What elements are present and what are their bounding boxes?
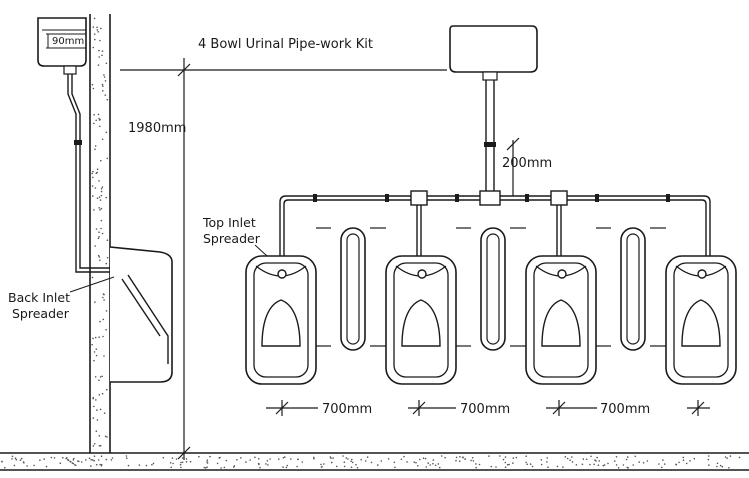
wall [89, 14, 111, 453]
front-cistern [449, 25, 538, 81]
top-inlet-callout: Top Inlet Spreader [202, 215, 279, 267]
urinal-bowl [385, 255, 457, 385]
division-panel [620, 227, 646, 351]
top-inlet-label-line2: Spreader [203, 231, 261, 246]
floor [0, 452, 749, 471]
urinal-bowls [245, 255, 737, 385]
side-view-cistern: 90mm [37, 17, 87, 75]
spacing-label-2: 700mm [460, 402, 510, 417]
drop-label: 200mm [502, 156, 552, 171]
height-dimension: 1980mm [120, 58, 447, 460]
division-panels [316, 227, 666, 351]
kit-title: 4 Bowl Urinal Pipe-work Kit [198, 37, 373, 52]
drop-dimension: 200mm [502, 137, 552, 196]
urinal-bowl [665, 255, 737, 385]
urinal-bowl [245, 255, 317, 385]
back-inlet-label-line1: Back Inlet [8, 290, 70, 305]
spacing-label-3: 700mm [600, 402, 650, 417]
top-inlet-label-line1: Top Inlet [202, 215, 256, 230]
back-inlet-callout: Back Inlet Spreader [8, 276, 115, 321]
division-panel [480, 227, 506, 351]
spacing-dimensions: 700mm 700mm 700mm [266, 398, 710, 417]
spacing-label-1: 700mm [322, 402, 372, 417]
height-label: 1980mm [128, 121, 186, 136]
feed-pipe [484, 80, 496, 196]
urinal-bowl [525, 255, 597, 385]
tee-fittings [410, 190, 568, 271]
division-panel [340, 227, 366, 351]
side-view-urinal [109, 246, 173, 383]
cistern-depth-label: 90mm [52, 36, 84, 47]
back-inlet-label-line2: Spreader [12, 306, 70, 321]
